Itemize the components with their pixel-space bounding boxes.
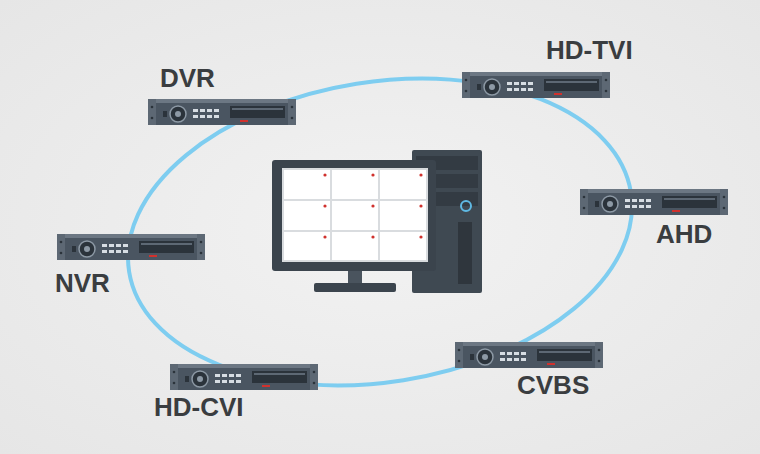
recorder-icon: [462, 72, 610, 98]
recorder-device: HD-TVI: [462, 72, 610, 98]
device-label: NVR: [55, 268, 110, 298]
recorder-icon: [455, 342, 603, 368]
recorder-icon: [580, 189, 728, 215]
recorder-device: DVR: [148, 99, 296, 125]
device-label: DVR: [160, 63, 215, 93]
device-label: AHD: [656, 219, 712, 249]
recorder-device: HD-CVI: [170, 364, 318, 390]
computer: [272, 150, 482, 293]
recorder-device: NVR: [57, 234, 205, 260]
device-label: HD-TVI: [546, 35, 633, 65]
recorder-device: AHD: [580, 189, 728, 215]
device-label: HD-CVI: [154, 392, 244, 422]
network-ring: [106, 44, 655, 420]
recorder-icon: [170, 364, 318, 390]
recorder-device: CVBS: [455, 342, 603, 368]
recorder-icon: [148, 99, 296, 125]
recorder-icon: [57, 234, 205, 260]
device-label: CVBS: [517, 370, 589, 400]
